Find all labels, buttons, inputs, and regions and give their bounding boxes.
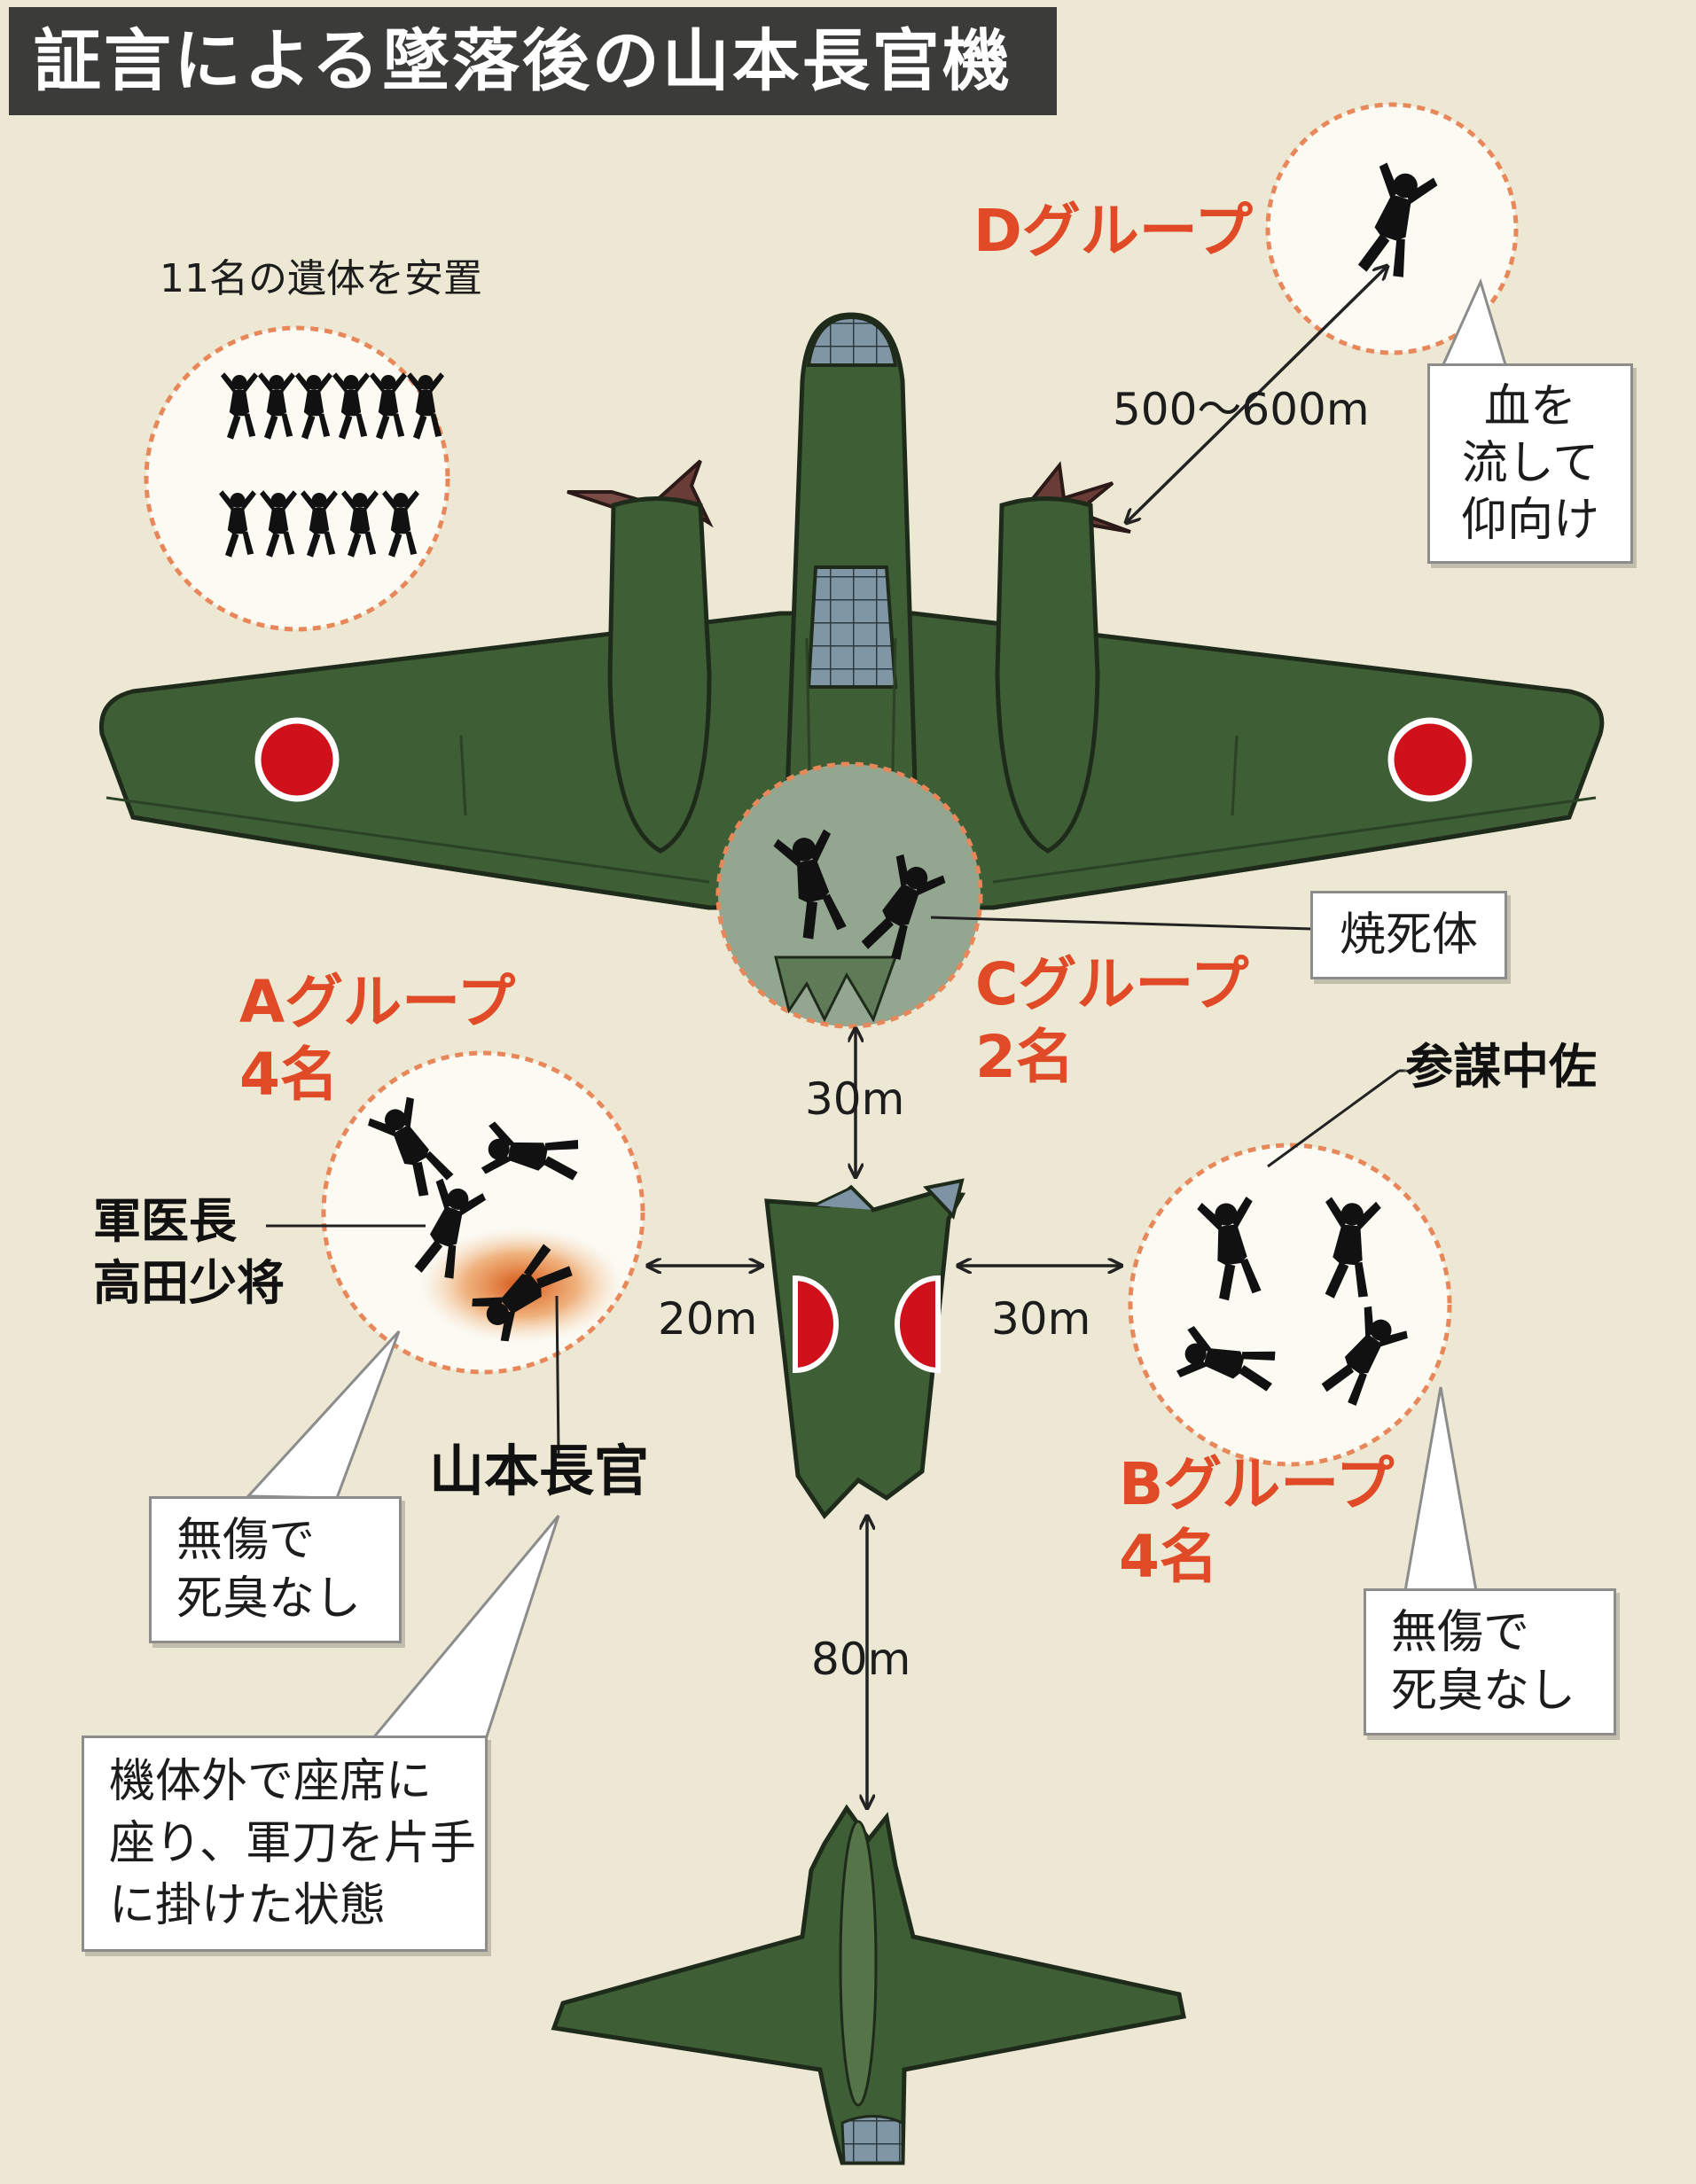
b-note-line1: 無傷で	[1391, 1606, 1530, 1659]
d-note-line3: 仰向け	[1460, 494, 1599, 547]
yamamoto-note-line2: 座り、軍刀を片手	[109, 1817, 476, 1870]
page-title: 証言による墜落後の山本長官機	[9, 7, 1057, 115]
distance-arrows	[647, 266, 1387, 1808]
callout-tails	[245, 277, 1510, 1741]
c-group-title: Cグループ	[975, 950, 1249, 1018]
bodies-circle	[144, 325, 450, 632]
b-group-count: 4名	[1119, 1523, 1218, 1591]
distance-a-label: 20m	[658, 1293, 758, 1345]
wing-roundel-right	[1387, 717, 1473, 802]
d-note-line2: 流して	[1461, 437, 1599, 490]
yamamoto-note-line1: 機体外で座席に	[109, 1755, 433, 1808]
d-group-title: Dグループ	[973, 197, 1253, 265]
distance-d-label: 500〜600m	[1113, 384, 1370, 435]
a-group-count: 4名	[239, 1041, 339, 1109]
wing-roundel-left	[254, 717, 340, 802]
c-group-count: 2名	[975, 1023, 1075, 1091]
yamamoto-label: 山本長官	[429, 1439, 650, 1503]
leader-lines	[266, 916, 1436, 1455]
yamamoto-note: 機体外で座席に 座り、軍刀を片手 に掛けた状態	[82, 1736, 488, 1952]
surgeon-label-line2: 高田少将	[93, 1255, 285, 1311]
d-note-line1: 血を	[1483, 380, 1576, 433]
distance-c-label: 30m	[805, 1073, 905, 1125]
burned-bodies-note: 焼死体	[1310, 891, 1507, 979]
yamamoto-note-line3: に掛けた状態	[109, 1879, 387, 1932]
fuselage-middle	[764, 1178, 966, 1519]
b-group-note: 無傷で 死臭なし	[1364, 1588, 1616, 1736]
c-group-circle	[715, 761, 983, 1029]
b-group-title: Bグループ	[1119, 1450, 1395, 1518]
bodies-placed-label: 11名の遺体を安置	[160, 256, 482, 301]
distance-b-label: 30m	[991, 1293, 1091, 1345]
a-group-circle	[321, 1050, 645, 1375]
a-group-note: 無傷で 死臭なし	[149, 1496, 402, 1643]
a-group-title: Aグループ	[239, 968, 516, 1036]
b-note-line2: 死臭なし	[1391, 1665, 1576, 1718]
engine-left	[567, 459, 714, 854]
staff-officer-label: 参謀中佐	[1405, 1039, 1597, 1095]
tail-section	[551, 1804, 1186, 2165]
fuselage-front	[782, 312, 920, 871]
a-note-line1: 無傷で	[176, 1514, 316, 1567]
engine-right	[995, 461, 1131, 854]
a-note-line2: 死臭なし	[176, 1572, 362, 1626]
distance-tail-label: 80m	[811, 1634, 911, 1685]
b-group-circle	[1128, 1143, 1452, 1467]
surgeon-label-line1: 軍医長	[93, 1193, 237, 1249]
d-group-note: 血を 流して 仰向け	[1427, 363, 1633, 564]
